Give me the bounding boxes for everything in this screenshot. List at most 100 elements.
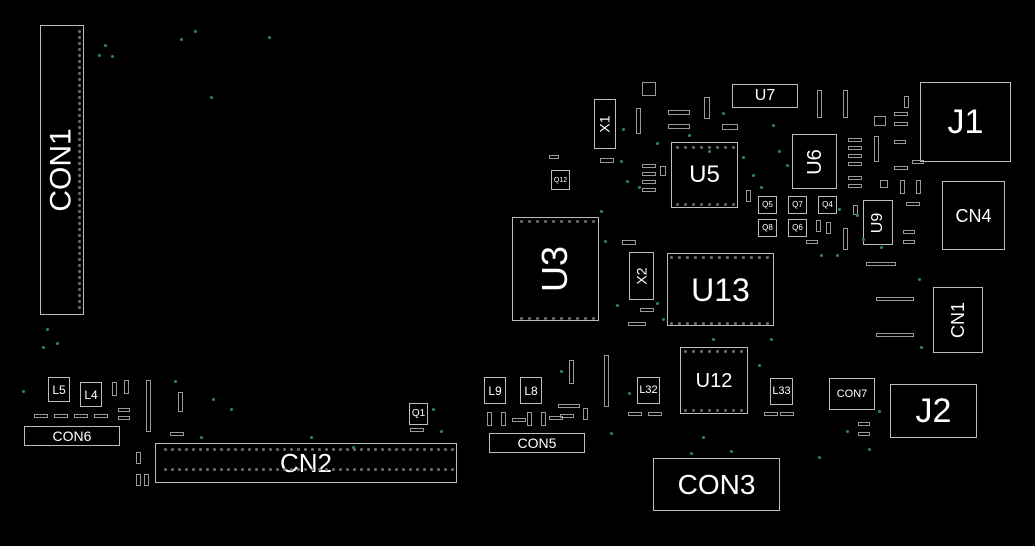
smd-pad xyxy=(146,380,151,432)
u13-pin xyxy=(718,322,721,325)
cn2-label: CN2 xyxy=(279,448,332,478)
con1-pin xyxy=(78,300,81,303)
u3-pin xyxy=(576,317,579,320)
con1-pin xyxy=(78,186,81,189)
smd-pad xyxy=(848,154,862,158)
con1-pin xyxy=(78,48,81,51)
u5-pin xyxy=(732,203,735,206)
con1-pin xyxy=(78,276,81,279)
via-dot xyxy=(194,30,197,33)
chip-u12[interactable]: U12 xyxy=(680,347,748,414)
l5-label: L5 xyxy=(52,382,66,397)
transistor-q12[interactable]: Q12 xyxy=(551,170,570,190)
cn2-pin xyxy=(178,448,181,451)
inductor-l33[interactable]: L33 xyxy=(770,378,793,405)
u3-pin xyxy=(568,317,571,320)
u13-pin xyxy=(758,256,761,259)
u13-pin xyxy=(766,322,769,325)
via-dot xyxy=(56,342,59,345)
cn2-pin xyxy=(325,468,328,471)
connector-j1[interactable]: J1 xyxy=(920,82,1011,162)
smd-pad xyxy=(904,96,909,108)
connector-con1-left[interactable]: CON1 xyxy=(40,25,84,315)
transistor-q5[interactable]: Q5 xyxy=(758,196,777,214)
chip-u13[interactable]: U13 xyxy=(667,253,774,326)
connector-con6[interactable]: CON6 xyxy=(24,426,120,446)
cn2-pin xyxy=(206,448,209,451)
q5-label: Q5 xyxy=(762,200,773,209)
cn2-pin xyxy=(444,448,447,451)
u5-label: U5 xyxy=(689,161,720,188)
con1-pin xyxy=(78,222,81,225)
transistor-q6[interactable]: Q6 xyxy=(788,219,807,237)
connector-cn4[interactable]: CN4 xyxy=(942,181,1005,250)
connector-con7[interactable]: CON7 xyxy=(829,378,875,410)
u12-pin xyxy=(732,350,735,353)
via-dot xyxy=(708,150,711,153)
crystal-x1[interactable]: X1 xyxy=(594,99,616,149)
u3-pin xyxy=(520,317,523,320)
via-dot xyxy=(742,156,745,159)
cn2-pin xyxy=(297,468,300,471)
cn2-pin xyxy=(199,468,202,471)
inductor-l8[interactable]: L8 xyxy=(520,377,542,404)
con1-pin xyxy=(78,72,81,75)
transistor-q8[interactable]: Q8 xyxy=(758,219,777,237)
inductor-l32[interactable]: L32 xyxy=(637,377,660,404)
via-dot xyxy=(212,398,215,401)
u12-pin xyxy=(716,409,719,412)
via-dot xyxy=(111,55,114,58)
connector-j2[interactable]: J2 xyxy=(890,384,977,438)
via-dot xyxy=(838,208,841,211)
connector-con5[interactable]: CON5 xyxy=(489,433,585,453)
con1-pin xyxy=(78,108,81,111)
via-dot xyxy=(730,450,733,453)
u5-pin xyxy=(708,203,711,206)
u5-pin xyxy=(724,146,727,149)
con1-pin xyxy=(78,66,81,69)
inductor-l9[interactable]: L9 xyxy=(484,377,506,404)
smd-pad xyxy=(817,90,822,118)
x1-label: X1 xyxy=(597,115,613,133)
smd-pad xyxy=(549,155,559,159)
transistor-q4[interactable]: Q4 xyxy=(818,196,837,214)
smd-pad xyxy=(874,136,879,162)
via-dot xyxy=(712,338,715,341)
via-dot xyxy=(22,390,25,393)
connector-con3[interactable]: CON3 xyxy=(653,458,780,511)
chip-u5[interactable]: U5 xyxy=(671,142,738,208)
chip-u9[interactable]: U9 xyxy=(863,200,893,245)
connector-cn2[interactable]: CN2 xyxy=(155,443,457,483)
connector-cn1-right[interactable]: CN1 xyxy=(933,287,983,353)
u5-pin xyxy=(724,203,727,206)
via-dot xyxy=(722,112,725,115)
chip-u6[interactable]: U6 xyxy=(792,134,837,189)
u3-pin xyxy=(552,220,555,223)
chip-u7[interactable]: U7 xyxy=(732,84,798,108)
inductor-l5[interactable]: L5 xyxy=(48,377,70,402)
cn2-pin xyxy=(227,468,230,471)
chip-u3[interactable]: U3 xyxy=(512,217,599,321)
smd-pad xyxy=(622,240,636,245)
smd-pad xyxy=(668,110,690,115)
cn2-pin xyxy=(423,448,426,451)
smd-pad xyxy=(118,408,130,412)
u3-pin xyxy=(520,220,523,223)
cn2-pin xyxy=(318,468,321,471)
cn2-pin xyxy=(437,468,440,471)
transistor-q1[interactable]: Q1 xyxy=(409,403,428,425)
u5-pin xyxy=(684,203,687,206)
u13-pin xyxy=(678,256,681,259)
smd-pad xyxy=(144,474,149,486)
via-dot xyxy=(836,254,839,257)
u13-pin xyxy=(694,256,697,259)
inductor-l4[interactable]: L4 xyxy=(80,382,102,407)
cn2-pin xyxy=(388,468,391,471)
transistor-q7[interactable]: Q7 xyxy=(788,196,807,214)
crystal-x2[interactable]: X2 xyxy=(629,252,654,300)
via-dot xyxy=(688,134,691,137)
via-dot xyxy=(46,328,49,331)
u13-pin xyxy=(670,322,673,325)
u5-pin xyxy=(732,146,735,149)
